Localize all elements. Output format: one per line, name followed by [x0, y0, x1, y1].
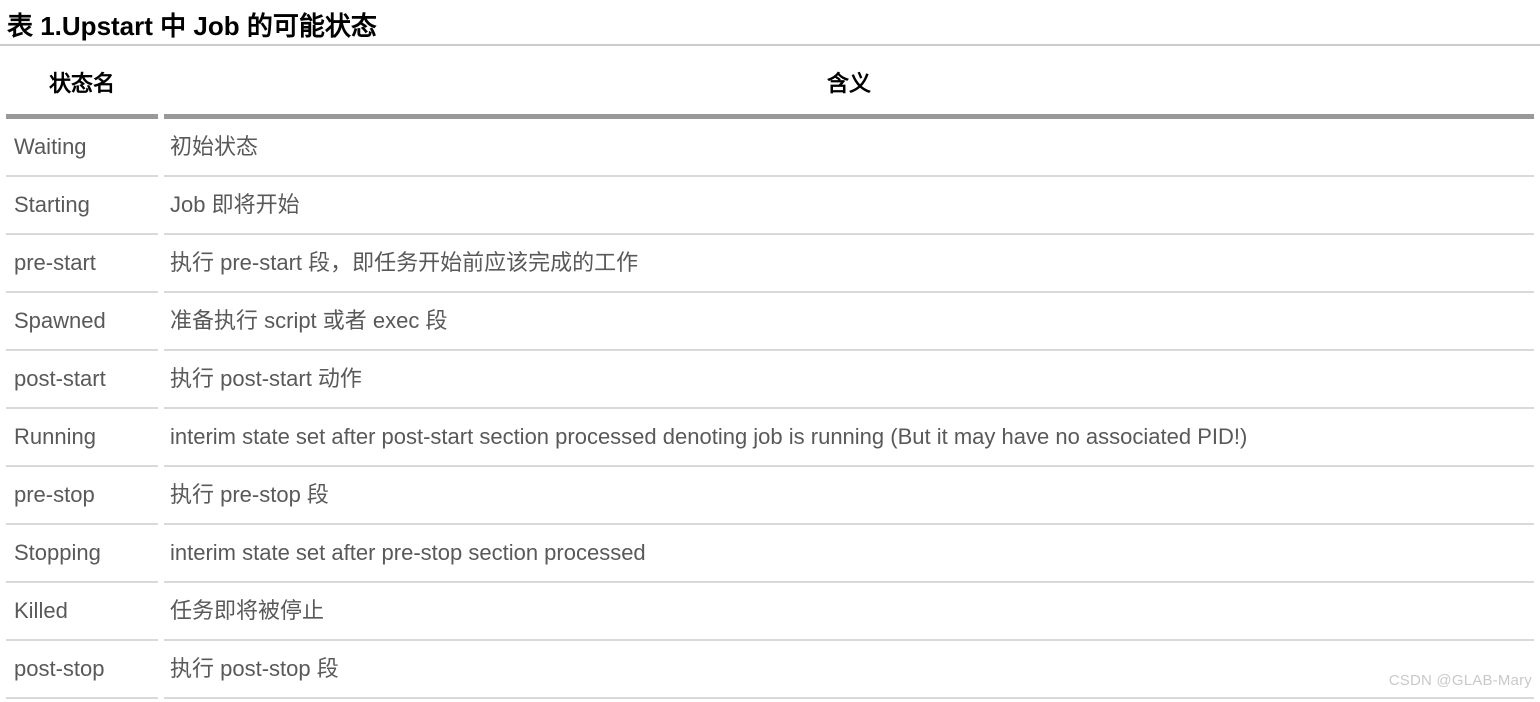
meaning-cell: 准备执行 script 或者 exec 段: [164, 293, 1534, 351]
state-cell: Running: [6, 409, 158, 467]
table-row: Running interim state set after post-sta…: [6, 409, 1534, 467]
watermark: CSDN @GLAB-Mary: [1388, 672, 1532, 689]
meaning-cell: 初始状态: [164, 119, 1534, 177]
column-header-state: 状态名: [6, 46, 158, 119]
meaning-cell: 执行 pre-stop 段: [164, 467, 1534, 525]
state-cell: Stopping: [6, 525, 158, 583]
meaning-cell: 执行 pre-start 段，即任务开始前应该完成的工作: [164, 235, 1534, 293]
state-cell: Starting: [6, 177, 158, 235]
state-cell: pre-stop: [6, 467, 158, 525]
table-row: pre-start 执行 pre-start 段，即任务开始前应该完成的工作: [6, 235, 1534, 293]
state-cell: Killed: [6, 583, 158, 641]
table-row: Waiting 初始状态: [6, 119, 1534, 177]
table-body: Waiting 初始状态 Starting Job 即将开始 pre-start…: [6, 119, 1534, 699]
table-row: Starting Job 即将开始: [6, 177, 1534, 235]
state-cell: Spawned: [6, 293, 158, 351]
meaning-cell: Job 即将开始: [164, 177, 1534, 235]
state-cell: pre-start: [6, 235, 158, 293]
upstart-states-table: 状态名 含义 Waiting 初始状态 Starting Job 即将开始 pr…: [0, 46, 1540, 699]
table-row: post-stop 执行 post-stop 段: [6, 641, 1534, 699]
meaning-cell: interim state set after post-start secti…: [164, 409, 1534, 467]
table-row: pre-stop 执行 pre-stop 段: [6, 467, 1534, 525]
state-cell: Waiting: [6, 119, 158, 177]
meaning-cell: 任务即将被停止: [164, 583, 1534, 641]
table-caption: 表 1.Upstart 中 Job 的可能状态: [0, 0, 1540, 46]
meaning-cell: 执行 post-stop 段: [164, 641, 1534, 699]
table-row: Spawned 准备执行 script 或者 exec 段: [6, 293, 1534, 351]
column-header-meaning: 含义: [164, 46, 1534, 119]
meaning-cell: 执行 post-start 动作: [164, 351, 1534, 409]
state-cell: post-stop: [6, 641, 158, 699]
table-row: Stopping interim state set after pre-sto…: [6, 525, 1534, 583]
state-cell: post-start: [6, 351, 158, 409]
table-header-row: 状态名 含义: [6, 46, 1534, 119]
table-row: Killed 任务即将被停止: [6, 583, 1534, 641]
table-row: post-start 执行 post-start 动作: [6, 351, 1534, 409]
meaning-cell: interim state set after pre-stop section…: [164, 525, 1534, 583]
